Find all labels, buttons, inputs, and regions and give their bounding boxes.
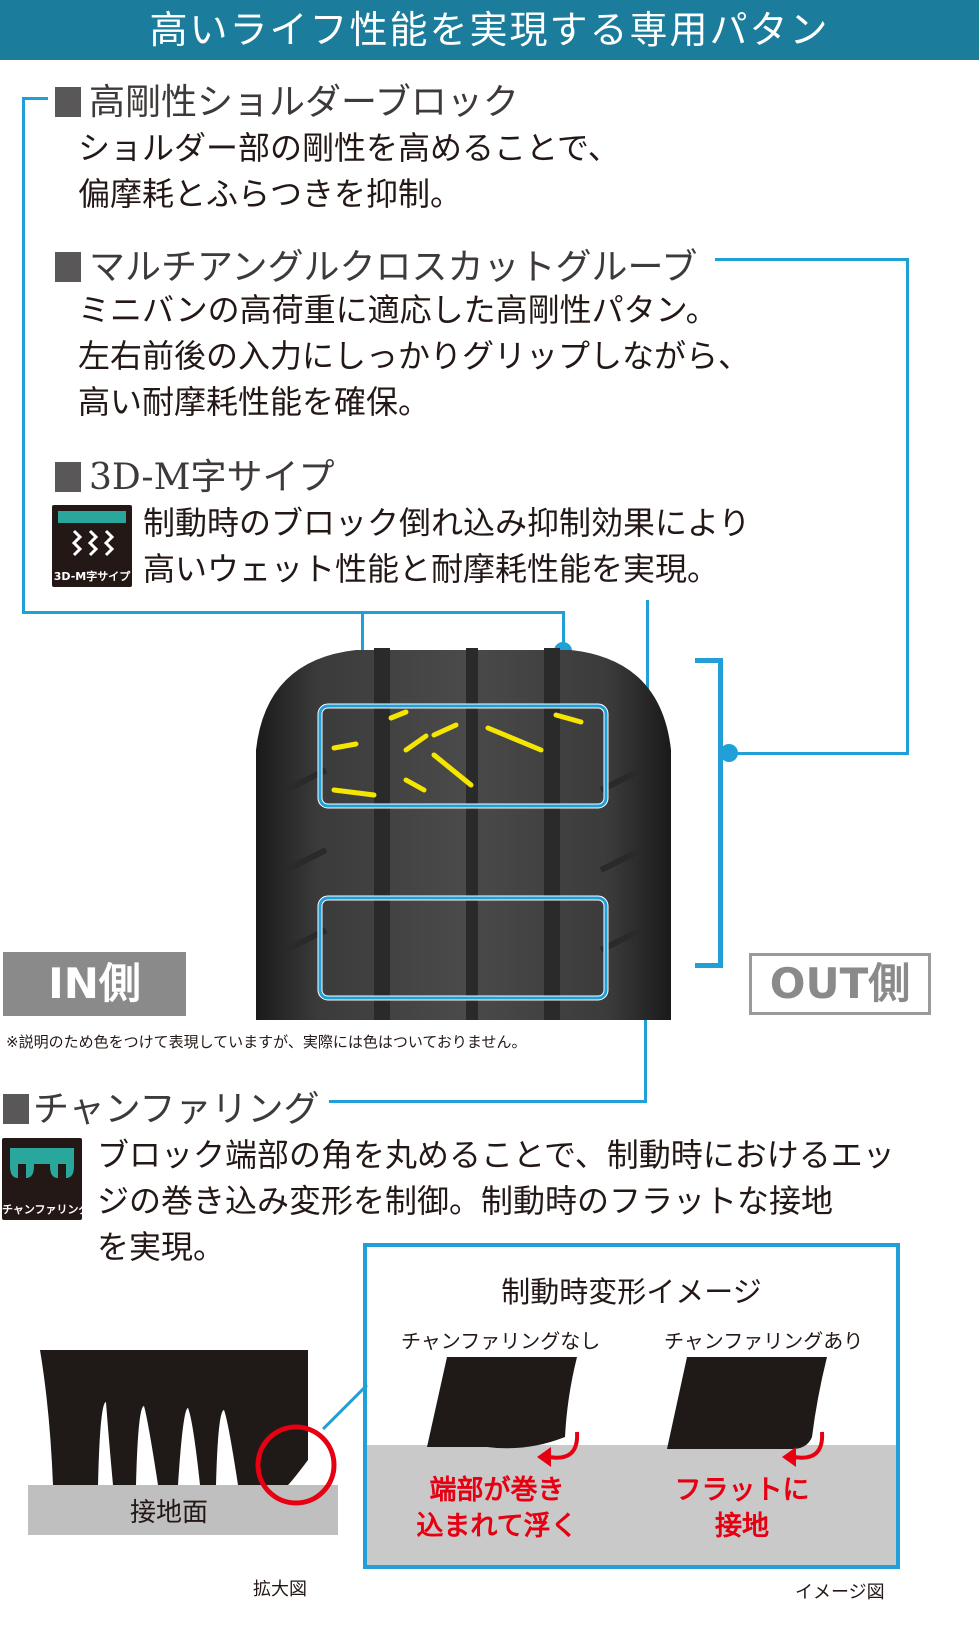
text-line: 偏摩耗とふらつきを抑制。 — [78, 175, 463, 213]
ground-strip — [367, 1445, 896, 1565]
out-bracket — [695, 658, 723, 663]
square-bullet-icon — [55, 87, 81, 117]
callout-dot — [720, 744, 738, 762]
with-chamfer-result: フラットに 接地 — [674, 1475, 810, 1542]
out-bracket — [718, 658, 723, 968]
icon-label: チャンファリング — [2, 1203, 90, 1216]
feature-heading-sipe: 3D-M字サイプ — [55, 448, 334, 500]
feature-heading-groove: マルチアングルクロスカットグルーブ — [55, 238, 697, 290]
feature-heading-shoulder: 高剛性ショルダーブロック — [55, 73, 519, 125]
page-title: 高いライフ性能を実現する専用パタン — [0, 0, 979, 60]
block-without-chamfer — [427, 1357, 577, 1449]
text-line: ジの巻き込み変形を制御。制動時のフラットな接地 — [97, 1182, 834, 1220]
text-line: 左右前後の入力にしっかりグリップしながら、 — [78, 337, 751, 375]
text-line: を実現。 — [97, 1228, 226, 1266]
chamfer-icon: チャンファリング — [2, 1138, 90, 1220]
without-chamfer-label: チャンファリングなし — [401, 1329, 601, 1353]
text-line: 制動時のブロック倒れ込み抑制効果により — [143, 504, 751, 542]
text-line: ミニバンの高荷重に適応した高剛性パタン。 — [78, 291, 718, 329]
sipe-icon: 3D-M字サイプ — [52, 505, 132, 587]
connector-line — [22, 97, 48, 100]
connector-line — [906, 258, 909, 754]
color-note: ※説明のため色をつけて表現していますが、実際には色はついておりません。 — [6, 1033, 527, 1051]
connector-line — [646, 600, 649, 728]
icon-label: 3D-M字サイプ — [53, 570, 131, 583]
out-side-label: OUT側 — [749, 953, 931, 1015]
text-line: ブロック端部の角を丸めることで、制動時におけるエッ — [97, 1136, 895, 1174]
text-line: 高い耐摩耗性能を確保。 — [78, 383, 431, 421]
connector-line — [644, 962, 647, 1103]
square-bullet-icon — [55, 462, 81, 492]
connector-line — [715, 258, 908, 261]
connector-line — [730, 752, 909, 755]
feature-heading-chamfer: チャンファリング — [3, 1080, 320, 1132]
connector-line — [562, 611, 565, 651]
connector-line — [329, 1100, 647, 1103]
feature-text-sipe: 制動時のブロック倒れ込み抑制効果により 高いウェット性能と耐摩耗性能を実現。 — [143, 500, 750, 592]
square-bullet-icon — [55, 252, 81, 282]
square-bullet-icon — [3, 1094, 29, 1124]
text-line: 高いウェット性能と耐摩耗性能を実現。 — [143, 550, 720, 588]
without-chamfer-result: 端部が巻き 込まれて浮く — [416, 1475, 578, 1542]
in-side-label: IN側 — [3, 952, 186, 1016]
block-cross-section-diagram — [28, 1350, 338, 1535]
deformation-image-box: 制動時変形イメージ チャンファリングなし チャンファリングあり 端部が巻き 込ま… — [363, 1243, 900, 1569]
ground-label: 接地面 — [130, 1498, 209, 1528]
with-chamfer-label: チャンファリングあり — [664, 1329, 864, 1353]
zoom-caption: 拡大図 — [253, 1579, 307, 1600]
connector-line — [361, 611, 364, 656]
text-line: ショルダー部の剛性を高めることで、 — [78, 129, 620, 167]
image-title: 制動時変形イメージ — [501, 1275, 762, 1309]
image-caption: イメージ図 — [795, 1582, 885, 1603]
connector-line — [22, 611, 564, 614]
tire-image — [256, 648, 671, 1020]
connector-line — [22, 97, 25, 613]
feature-text-chamfer: ブロック端部の角を丸めることで、制動時におけるエッ ジの巻き込み変形を制御。制動… — [97, 1132, 895, 1270]
out-bracket — [695, 963, 723, 968]
block-with-chamfer — [667, 1357, 827, 1449]
curl-arrow-icon — [537, 1431, 580, 1467]
feature-text-shoulder: ショルダー部の剛性を高めることで、 偏摩耗とふらつきを抑制。 — [78, 125, 620, 217]
feature-text-groove: ミニバンの高荷重に適応した高剛性パタン。 左右前後の入力にしっかりグリップしなが… — [78, 287, 750, 425]
curl-arrow-icon — [782, 1431, 825, 1467]
